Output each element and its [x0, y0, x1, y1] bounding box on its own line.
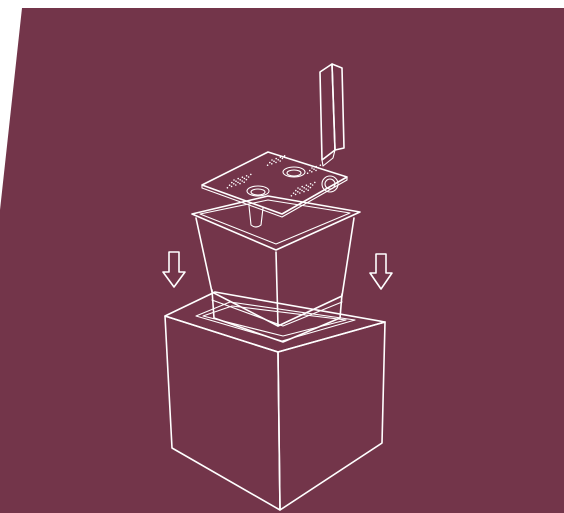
perforation-dot — [239, 183, 241, 185]
perforation-dot — [233, 179, 235, 181]
perforation-dot — [293, 192, 295, 194]
perforation-dot — [297, 187, 299, 189]
perforation-dot — [315, 170, 317, 172]
perforation-dot — [271, 159, 273, 161]
perforation-dot — [305, 188, 307, 190]
perforation-dot — [233, 183, 235, 185]
perforation-dot — [312, 184, 314, 186]
perforation-dot — [237, 178, 239, 180]
perforation-dot — [301, 190, 303, 192]
perforation-dot — [284, 155, 286, 157]
perforation-dot — [295, 190, 297, 192]
perforation-dot — [306, 184, 308, 186]
perforation-dot — [311, 167, 313, 169]
perforation-dot — [243, 181, 245, 183]
perforation-dot — [239, 179, 241, 181]
perforation-dot — [235, 184, 237, 186]
perforation-dot — [246, 179, 248, 181]
perforation-dot — [320, 164, 322, 166]
perforation-dot — [317, 167, 319, 169]
perforation-dot — [282, 158, 284, 160]
perforation-dot — [277, 159, 279, 161]
perforation-dot — [235, 180, 237, 182]
perforation-dot — [275, 158, 277, 160]
perforation-dot — [295, 194, 297, 196]
perforation-dot — [313, 168, 315, 170]
background-panel — [0, 8, 564, 513]
perforation-dot — [241, 180, 243, 182]
perforation-dot — [248, 176, 250, 178]
perforation-dot — [231, 182, 233, 184]
perforation-dot — [308, 186, 310, 188]
perforation-dot — [303, 187, 305, 189]
perforation-dot — [271, 163, 273, 165]
perforation-dot — [299, 192, 301, 194]
perforation-dot — [231, 186, 233, 188]
perforation-dot — [307, 172, 309, 174]
perforation-dot — [275, 162, 277, 164]
perforation-dot — [301, 186, 303, 188]
perforation-dot — [237, 182, 239, 184]
perforation-dot — [314, 182, 316, 184]
perforation-dot — [315, 166, 317, 168]
perforation-dot — [280, 156, 282, 158]
perforation-dot — [279, 160, 281, 162]
perforation-dot — [310, 183, 312, 185]
perforation-dot — [273, 160, 275, 162]
perforation-dot — [309, 170, 311, 172]
perforation-dot — [229, 184, 231, 186]
perforation-dot — [269, 162, 271, 164]
perforation-dot — [291, 195, 293, 197]
perforation-dot — [242, 176, 244, 178]
perforation-dot — [311, 171, 313, 173]
perforation-dot — [246, 175, 248, 177]
perforation-dot — [297, 191, 299, 193]
perforation-dot — [244, 178, 246, 180]
perforation-dot — [303, 191, 305, 193]
perforation-dot — [250, 174, 252, 176]
perforation-dot — [299, 188, 301, 190]
perforation-dot — [227, 187, 229, 189]
perforation-dot — [267, 164, 269, 166]
perforation-dot — [307, 189, 309, 191]
perforation-dot — [310, 187, 312, 189]
